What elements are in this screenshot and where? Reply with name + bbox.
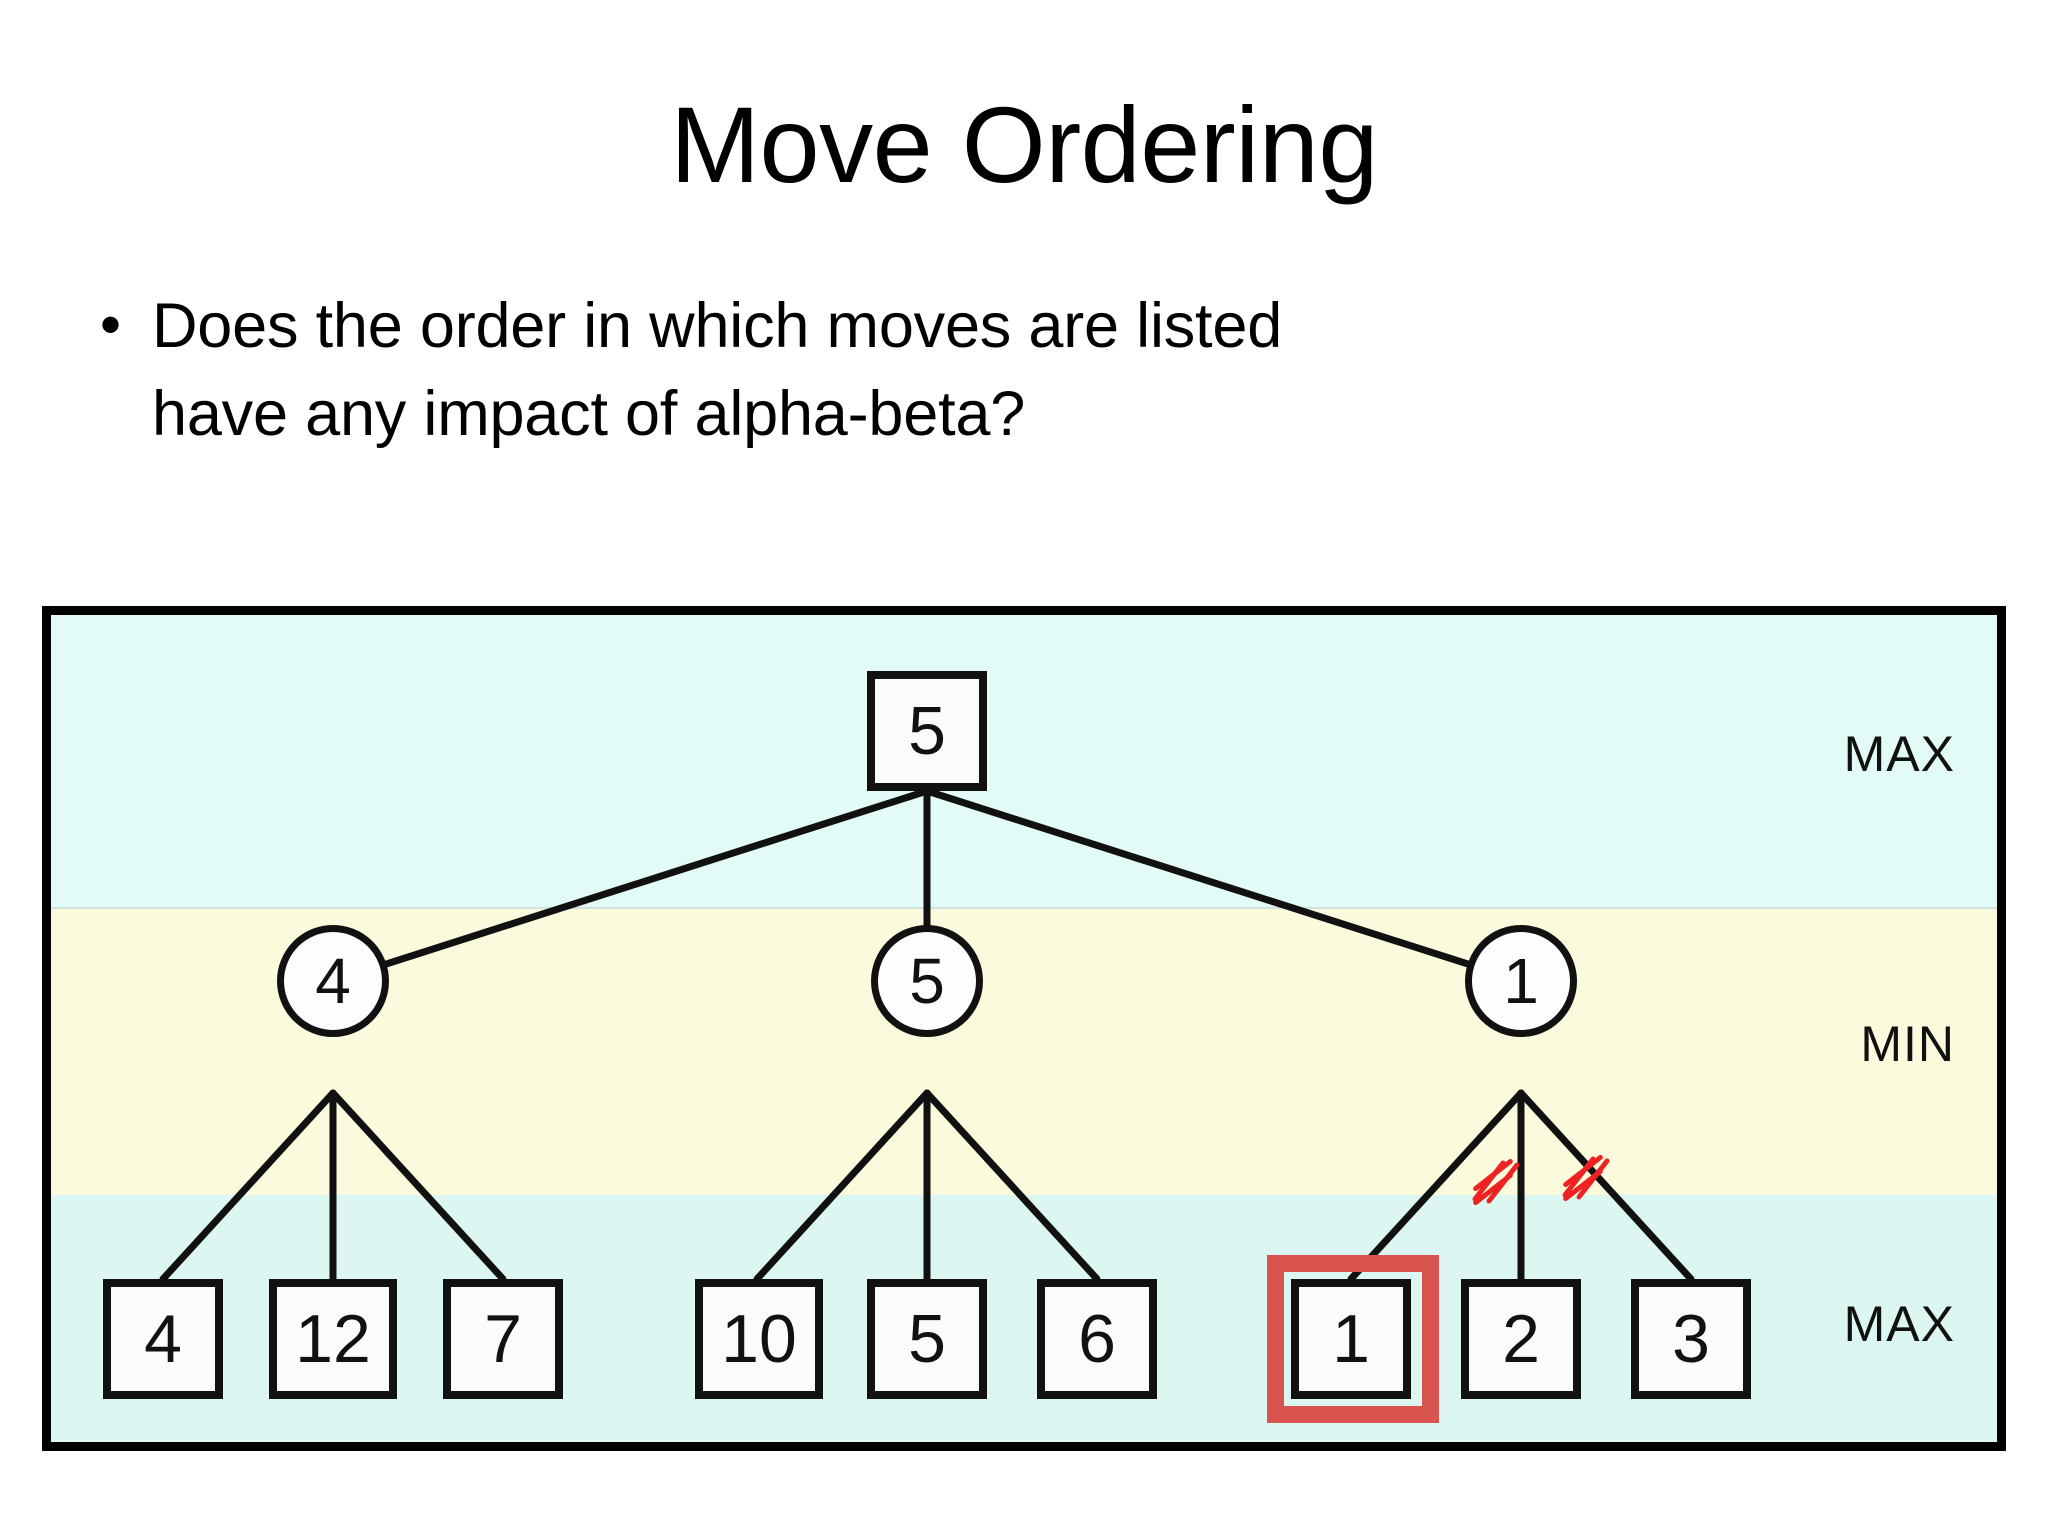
node-leaf-2[interactable]: 12 (269, 1279, 397, 1399)
page-title: Move Ordering (670, 84, 1378, 205)
band-label-max-bottom: MAX (1843, 1296, 1955, 1352)
bullet-text: Does the order in which moves are listed… (152, 282, 1592, 458)
selected-leaf-highlight (1267, 1255, 1439, 1423)
node-leaf-9[interactable]: 3 (1631, 1279, 1751, 1399)
bullet-line-1: Does the order in which moves are listed (152, 291, 1283, 361)
node-min-2[interactable]: 5 (871, 925, 983, 1037)
prune-slash-icon-2 (1562, 1154, 1610, 1202)
node-leaf-7[interactable]: 1 (1291, 1279, 1411, 1399)
node-min-3[interactable]: 1 (1465, 925, 1577, 1037)
node-root-max[interactable]: 5 (867, 671, 987, 791)
list-item: • Does the order in which moves are list… (92, 282, 1592, 458)
band-label-max-top: MAX (1843, 726, 1955, 782)
node-leaf-4[interactable]: 10 (695, 1279, 823, 1399)
diagram-inner: MAX MIN MAX (51, 615, 1997, 1442)
prune-slash-icon-1 (1472, 1158, 1520, 1206)
node-leaf-8[interactable]: 2 (1461, 1279, 1581, 1399)
node-leaf-1[interactable]: 4 (103, 1279, 223, 1399)
bullet-point-icon: • (100, 291, 122, 358)
node-leaf-6[interactable]: 6 (1037, 1279, 1157, 1399)
game-tree-diagram: MAX MIN MAX (42, 606, 2006, 1451)
node-min-1[interactable]: 4 (277, 925, 389, 1037)
bullet-line-2: have any impact of alpha-beta? (152, 379, 1026, 449)
band-label-min: MIN (1860, 1016, 1955, 1072)
node-leaf-5[interactable]: 5 (867, 1279, 987, 1399)
band-max-top (51, 615, 1997, 907)
node-leaf-3[interactable]: 7 (443, 1279, 563, 1399)
bullet-list: • Does the order in which moves are list… (92, 282, 1592, 458)
